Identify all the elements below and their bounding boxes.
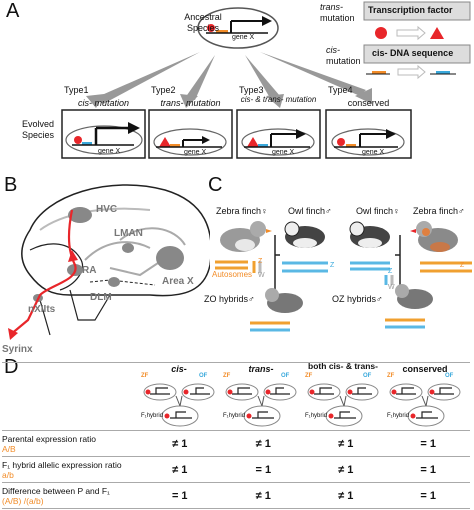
label-ra: RA: [82, 265, 97, 276]
type4-desc: conserved: [347, 98, 390, 108]
cell-value: ≠ 1: [138, 456, 222, 483]
d-cons-zf: ZF: [387, 373, 395, 379]
bird-zebra-female: [220, 221, 272, 252]
type1-label: Type1: [64, 85, 89, 95]
row-label: Parental expression ratio: [2, 433, 97, 444]
panel-d-letter: D: [4, 356, 19, 378]
bird-oz-hybrid: [395, 284, 433, 309]
type3-gene-label: gene X: [272, 149, 295, 156]
d-cons-f1: F₁hybrid: [387, 413, 410, 419]
cell-value: = 1: [138, 482, 222, 509]
col-header-conserved: conserved: [402, 364, 448, 374]
legend-trans-label: trans-mutation: [320, 2, 355, 23]
type3-desc: cis- & trans- mutation: [240, 95, 317, 104]
d-trans-of: OF: [281, 373, 290, 379]
type4-label: Type4: [328, 85, 353, 95]
ancestral-gene-label: gene X: [232, 34, 255, 41]
label-dlm: DLM: [90, 292, 112, 303]
label-autosomes: Autosomes: [212, 270, 253, 279]
d-both-zf: ZF: [305, 373, 313, 379]
row-sub: a/b: [2, 469, 14, 480]
d-cis-f1: F₁hybrid: [141, 413, 164, 419]
d-cons-of: OF: [445, 373, 454, 379]
cell-value: = 1: [386, 430, 470, 457]
label-zebra-finch-female: Zebra finch♀: [216, 206, 268, 216]
d-both-of: OF: [363, 373, 372, 379]
finch-cross-diagram: [215, 221, 472, 332]
bird-owl-female: [349, 221, 390, 248]
songbird-brain-diagram: [8, 184, 210, 340]
type2-label: Type2: [151, 85, 176, 95]
d-both-f1: F₁hybrid: [305, 413, 328, 419]
table-top-rule: [2, 362, 470, 363]
cell-value: ≠ 1: [221, 482, 306, 509]
type1-gene-label: gene X: [98, 148, 121, 155]
cell-value: ≠ 1: [221, 430, 306, 457]
d-cis-of: OF: [199, 373, 208, 379]
expression-table: Parental expression ratio A/B ≠ 1 ≠ 1 ≠ …: [2, 430, 470, 509]
label-syrinx: Syrinx: [2, 344, 33, 355]
cell-value: = 1: [221, 456, 306, 483]
type3-label: Type3: [239, 85, 264, 95]
panel-a-letter: A: [6, 0, 20, 22]
panel-c-letter: C: [208, 174, 223, 196]
label-w-owl-female: W: [388, 284, 395, 291]
label-area-x: Area X: [162, 276, 194, 287]
col-header-cis: cis-: [171, 364, 187, 374]
legend-cis-box: cis- DNA sequence: [372, 48, 454, 58]
panel-d-schematics: [143, 383, 461, 427]
label-lman: LMAN: [114, 228, 143, 239]
label-zo-hybrids: ZO hybrids♂: [204, 294, 255, 304]
cell-value: = 1: [386, 482, 470, 509]
label-zebra-finch-male: Zebra finch♂: [413, 206, 465, 216]
label-owl-finch-female: Owl finch♀: [356, 206, 400, 216]
d-trans-zf: ZF: [223, 373, 231, 379]
cell-value: = 1: [386, 456, 470, 483]
cell-value: ≠ 1: [305, 430, 387, 457]
cell-value: ≠ 1: [305, 482, 387, 509]
type2-gene-label: gene X: [184, 149, 207, 156]
d-cis-zf: ZF: [141, 373, 149, 379]
type4-gene-label: gene X: [362, 149, 385, 156]
label-z-zebra-female: Z: [258, 258, 263, 265]
panel-b-letter: B: [4, 174, 18, 196]
col-header-both: both cis- & trans-: [308, 361, 378, 371]
panel-a-graphic: [61, 1, 471, 159]
col-header-trans: trans-: [248, 364, 274, 374]
type1-desc: cis- mutation: [77, 98, 130, 108]
label-hvc: HVC: [96, 204, 118, 215]
row-label: Difference between P and F₁: [2, 485, 110, 496]
label-z-zebra-male: Z: [460, 262, 465, 269]
label-z-owl-female: Z: [388, 268, 393, 275]
label-oz-hybrids: OZ hybrids♂: [332, 294, 383, 304]
row-label: F₁ hybrid allelic expression ratio: [2, 459, 122, 470]
bird-zo-hybrid: [265, 288, 303, 313]
label-w-zebra-female: W: [258, 272, 265, 279]
legend-cis-label: cis-mutation: [326, 45, 361, 66]
d-trans-f1: F₁hybrid: [223, 413, 246, 419]
table-row: F₁ hybrid allelic expression ratio a/b ≠…: [2, 456, 470, 483]
cell-value: ≠ 1: [138, 430, 222, 457]
table-row: Parental expression ratio A/B ≠ 1 ≠ 1 ≠ …: [2, 430, 470, 457]
row-sub: (A/B) /(a/b): [2, 495, 44, 506]
label-z-owl-male: Z: [330, 262, 335, 269]
type2-desc: trans- mutation: [160, 98, 221, 108]
bird-zebra-male: [410, 221, 458, 252]
label-owl-finch-male: Owl finch♂: [288, 206, 332, 216]
legend-trans-box: Transcription factor: [368, 5, 453, 15]
label-nxiits: nXIIts: [28, 304, 56, 315]
bird-owl-male: [284, 221, 325, 248]
cell-value: ≠ 1: [305, 456, 387, 483]
row-sub: A/B: [2, 443, 16, 454]
table-row: Difference between P and F₁ (A/B) /(a/b)…: [2, 482, 470, 509]
